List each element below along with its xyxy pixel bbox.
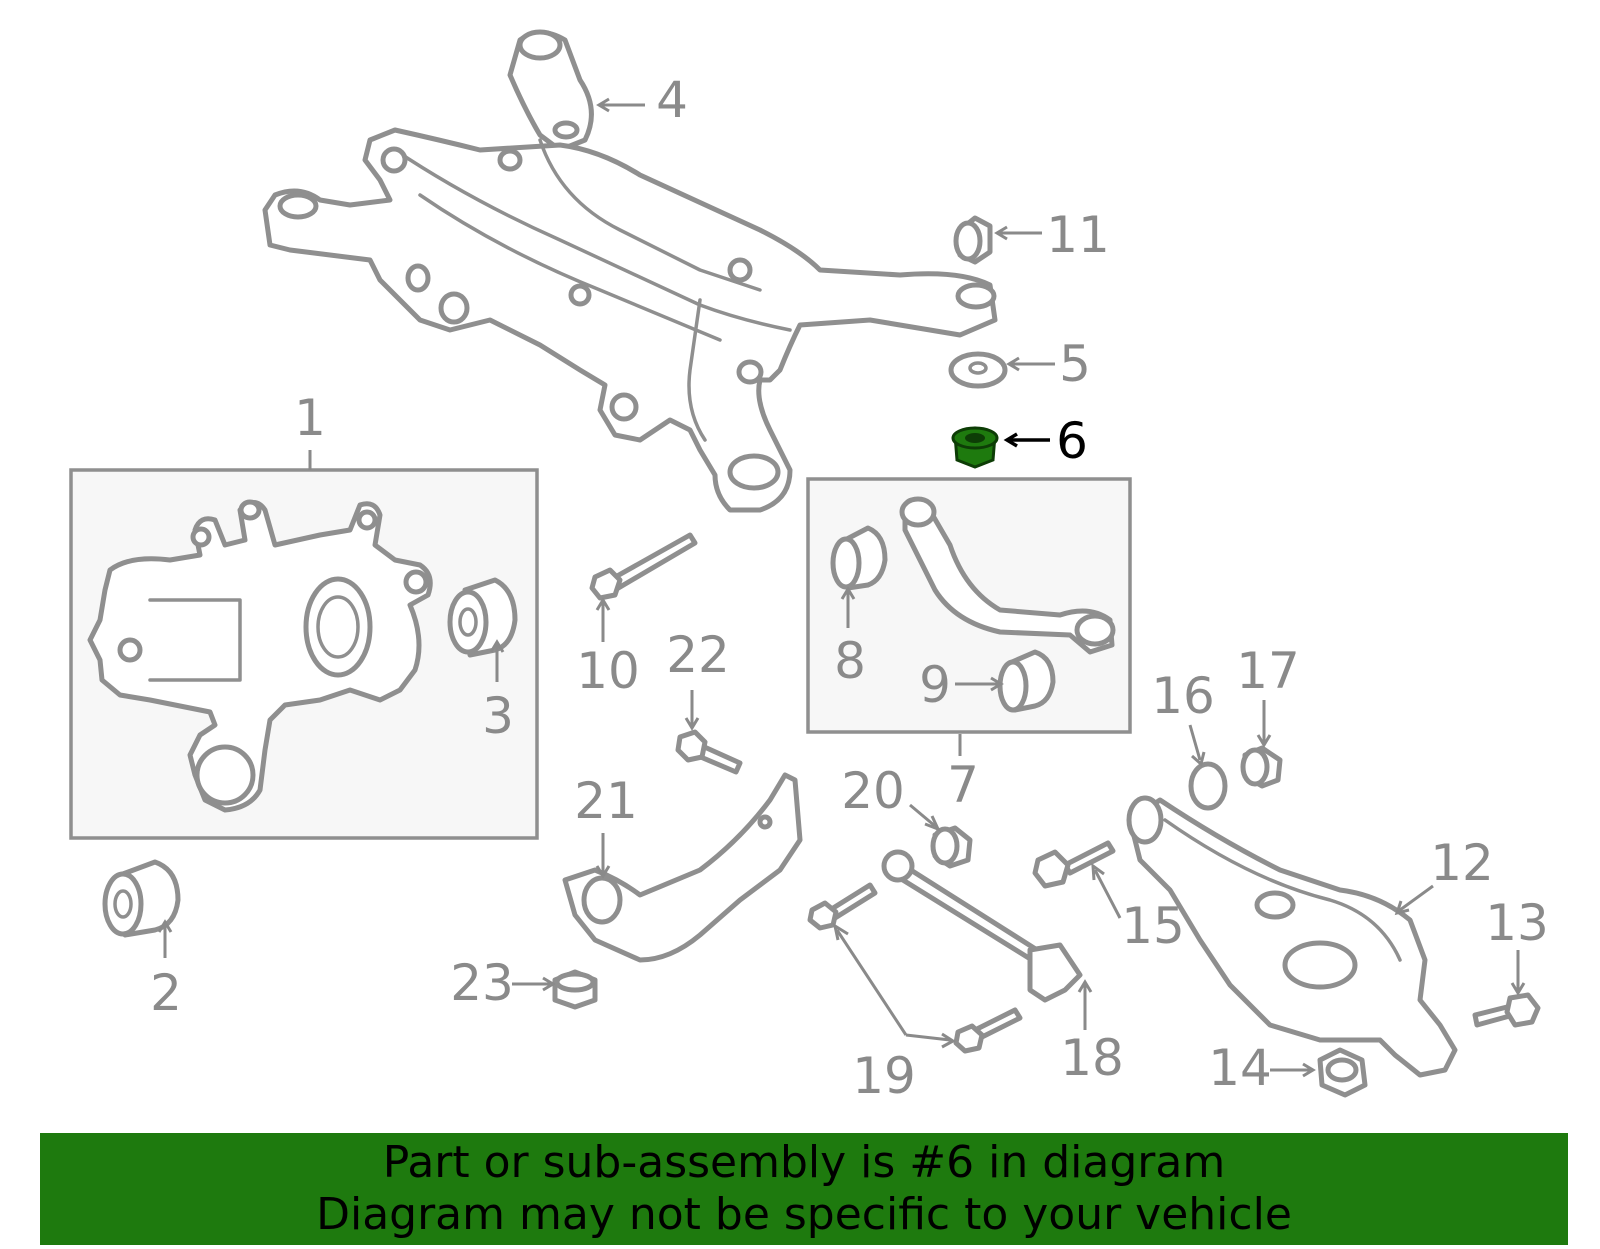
washer-16-drawing — [1188, 761, 1228, 811]
callout-19: 19 — [852, 1047, 916, 1105]
callout-3: 3 — [482, 687, 514, 745]
callout-1: 1 — [294, 389, 326, 447]
nut-11-drawing — [953, 215, 993, 265]
washer-5-drawing — [948, 351, 1008, 389]
callout-4: 4 — [656, 71, 688, 129]
toe-link-18-drawing — [881, 849, 1083, 1003]
callout-labels: 1 2 3 4 5 6 7 8 9 10 11 12 13 14 15 16 1… — [150, 71, 1549, 1105]
bolt-22-drawing — [675, 729, 743, 775]
callout-6: 6 — [1056, 412, 1088, 470]
bolt-15-drawing — [1032, 840, 1116, 889]
knuckle-drawing — [87, 499, 433, 813]
callout-16: 16 — [1151, 667, 1215, 725]
subframe-drawing — [262, 29, 998, 513]
bushing-2-drawing — [102, 859, 181, 938]
nut-20-drawing — [930, 825, 973, 869]
nut-14-drawing — [1317, 1047, 1368, 1098]
callout-17: 17 — [1236, 642, 1300, 700]
callout-12: 12 — [1430, 834, 1494, 892]
notice-banner: Part or sub-assembly is #6 in diagram Di… — [40, 1133, 1568, 1245]
callout-9: 9 — [919, 656, 951, 714]
callout-18: 18 — [1060, 1029, 1124, 1087]
callout-15: 15 — [1121, 897, 1185, 955]
arm-21-drawing — [562, 772, 803, 963]
callout-11: 11 — [1046, 206, 1110, 264]
callout-23: 23 — [450, 954, 514, 1012]
notice-line-2: Diagram may not be specific to your vehi… — [316, 1189, 1292, 1240]
callout-21: 21 — [574, 772, 638, 830]
callout-13: 13 — [1485, 894, 1549, 952]
upper-arm-drawing — [899, 496, 1116, 655]
callout-5: 5 — [1059, 335, 1091, 393]
callout-7: 7 — [947, 756, 979, 814]
callout-8: 8 — [834, 632, 866, 690]
leader-lines — [157, 97, 1526, 1078]
nut-23-drawing — [552, 969, 598, 1010]
callout-22: 22 — [666, 626, 730, 684]
callout-10: 10 — [576, 642, 640, 700]
bushing-9-drawing — [997, 649, 1056, 713]
notice-line-1: Part or sub-assembly is #6 in diagram — [382, 1137, 1226, 1188]
callout-2: 2 — [150, 964, 182, 1022]
bolt-13-drawing — [1472, 992, 1541, 1028]
callout-20: 20 — [841, 762, 905, 820]
bolt-19b-drawing — [953, 1007, 1023, 1054]
bolt-19a-drawing — [807, 882, 878, 931]
lower-arm-12-drawing — [1126, 795, 1458, 1078]
callout-14: 14 — [1208, 1039, 1272, 1097]
nut-6-drawing — [951, 426, 999, 469]
bushing-8-drawing — [830, 525, 888, 591]
nut-17-drawing — [1240, 745, 1283, 789]
bolt-10-drawing — [589, 532, 698, 601]
